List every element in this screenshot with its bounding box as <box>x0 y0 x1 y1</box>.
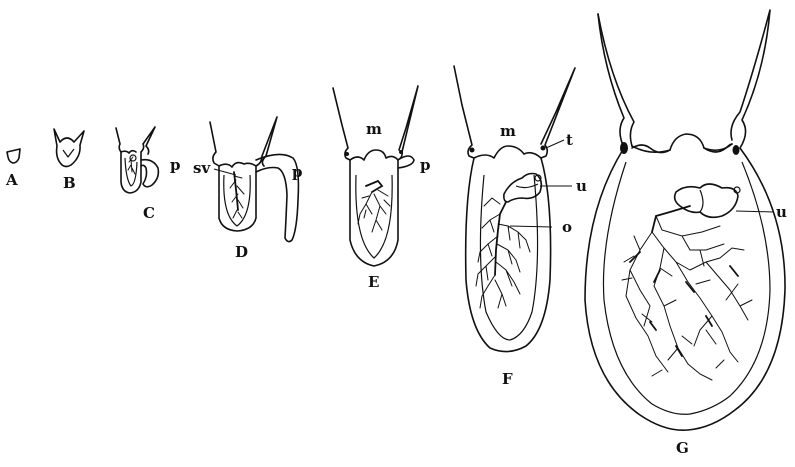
label-o: o <box>562 218 572 236</box>
stage-f-label: F <box>502 370 513 388</box>
stage-a-specimen <box>7 149 20 163</box>
stage-e-label: E <box>368 273 379 291</box>
label-u-stage-g: u <box>776 203 787 221</box>
label-p-stage-e: p <box>420 156 431 174</box>
stage-b-label: B <box>63 174 76 192</box>
stage-b-specimen <box>54 129 84 167</box>
stage-d-label: D <box>235 243 248 261</box>
stage-c-label: C <box>143 204 155 222</box>
label-p-stage-c: p <box>170 156 181 174</box>
stage-g-specimen <box>585 10 785 430</box>
stage-d-specimen <box>210 117 298 242</box>
stage-a-label: A <box>5 171 18 189</box>
label-m-stage-f: m <box>500 122 516 140</box>
label-p-stage-d: p <box>292 163 303 181</box>
label-m-stage-e: m <box>366 120 382 138</box>
label-sv: sv <box>193 159 211 177</box>
stage-e-specimen <box>333 86 418 266</box>
stage-g-label: G <box>676 439 689 457</box>
label-u-stage-f: u <box>576 177 587 195</box>
stage-f-specimen <box>454 66 575 352</box>
label-t: t <box>566 131 573 149</box>
stage-c-specimen <box>116 127 158 193</box>
